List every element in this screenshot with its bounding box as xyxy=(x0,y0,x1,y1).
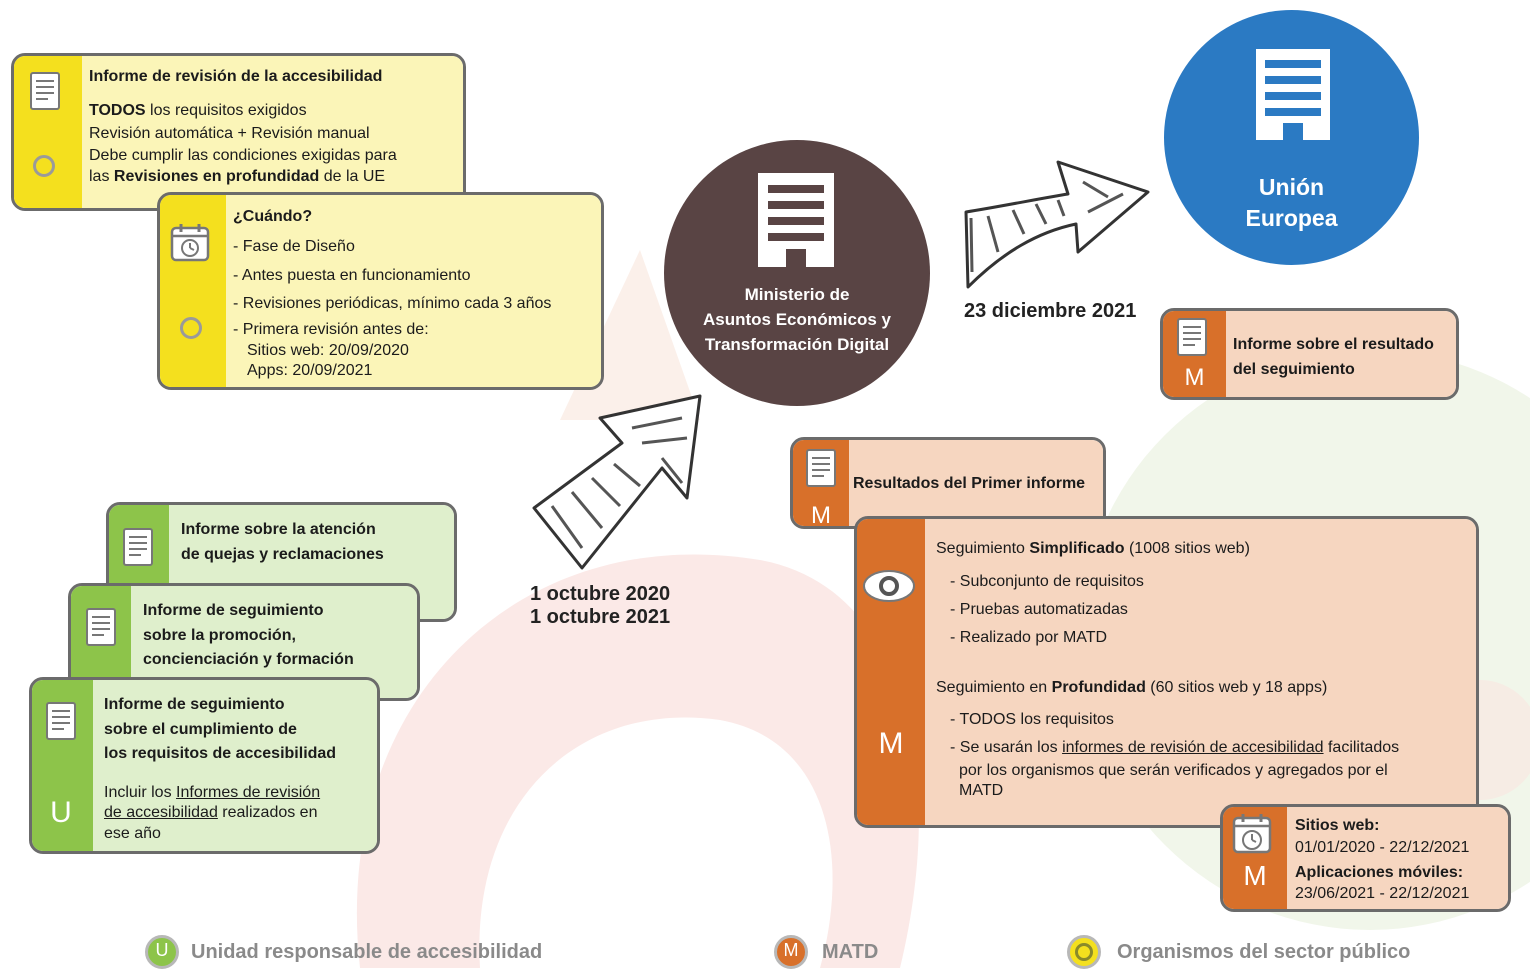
list-item: - Realizado por MATD xyxy=(950,629,1108,646)
card-line: Debe cumplir las condiciones exigidas pa… xyxy=(89,147,397,164)
card-line: Informe sobre la atención xyxy=(181,521,376,538)
legend-label: Organismos del sector público xyxy=(1117,941,1411,963)
card-body xyxy=(93,680,377,851)
card-line: Informe de seguimiento xyxy=(104,696,285,713)
list-sub-item: Apps: 20/09/2021 xyxy=(247,362,373,379)
document-icon xyxy=(30,72,60,110)
card-line: TODOS los requisitos exigidos xyxy=(89,102,307,119)
list-item: - Se usarán los informes de revisión de … xyxy=(950,739,1400,756)
document-icon xyxy=(1177,318,1207,356)
card-body xyxy=(925,519,1476,825)
document-icon xyxy=(46,702,76,740)
reports-link[interactable]: informes de revisión de accesibilidad xyxy=(1062,739,1324,756)
ministry-date: 1 octubre 2020 xyxy=(530,583,671,605)
list-item: - Antes puesta en funcionamiento xyxy=(233,267,471,284)
schedule-range: 01/01/2020 - 22/12/2021 xyxy=(1295,839,1470,856)
compliance-report-card xyxy=(29,677,380,854)
ministry-label-line: Ministerio de xyxy=(744,285,850,304)
list-item: - Subconjunto de requisitos xyxy=(950,573,1144,590)
card-line: Informe sobre el resultado xyxy=(1233,336,1434,353)
calendar-clock-icon xyxy=(1232,814,1272,854)
eu-label-line: Europea xyxy=(1245,205,1338,231)
unit-letter: U xyxy=(50,796,72,829)
card-line: de accesibilidad realizados en xyxy=(104,804,318,821)
review-reports-link[interactable]: de accesibilidad xyxy=(104,804,218,821)
eu-report-card xyxy=(1160,308,1459,400)
list-item: - Fase de Diseño xyxy=(233,238,355,255)
card-line: Revisión automática + Revisión manual xyxy=(89,125,370,142)
matd-letter: M xyxy=(878,727,904,760)
document-icon xyxy=(86,608,116,646)
legend-label: Unidad responsable de accesibilidad xyxy=(191,941,543,963)
monitor-heading: Seguimiento en Profundidad (60 sitios we… xyxy=(936,679,1328,696)
schedule-card xyxy=(1220,804,1511,912)
card-body xyxy=(1226,311,1456,397)
schedule-label: Aplicaciones móviles: xyxy=(1295,864,1464,881)
schedule-range: 23/06/2021 - 22/12/2021 xyxy=(1295,885,1470,902)
card-strip xyxy=(857,519,925,825)
card-line: Incluir los Informes de revisión xyxy=(104,784,321,801)
monitoring-card xyxy=(854,516,1479,828)
matd-letter: M xyxy=(1243,860,1267,891)
calendar-clock-icon xyxy=(170,224,210,262)
card-line: ese año xyxy=(104,825,161,842)
card-title: ¿Cuándo? xyxy=(233,208,313,225)
matd-letter: M xyxy=(1184,364,1205,391)
ministry-label-line: Asuntos Económicos y xyxy=(703,310,891,329)
eye-icon xyxy=(863,570,915,602)
arrow-to-ministry xyxy=(532,394,702,570)
legend-o-ring-icon xyxy=(1075,943,1093,961)
list-item: - TODOS los requisitos xyxy=(950,711,1114,728)
list-item: - Pruebas automatizadas xyxy=(950,601,1128,618)
list-item-continuation: MATD xyxy=(959,782,1004,799)
legend-m-letter: M xyxy=(783,940,799,960)
arrow-to-eu xyxy=(964,160,1150,289)
eu-date: 23 diciembre 2021 xyxy=(964,300,1137,322)
card-line: sobre el cumplimiento de xyxy=(104,721,297,738)
monitor-heading: Seguimiento Simplificado (1008 sitios we… xyxy=(936,540,1250,557)
schedule-label: Sitios web: xyxy=(1295,817,1380,834)
card-line: sobre la promoción, xyxy=(143,627,296,644)
card-title: Resultados del Primer informe xyxy=(853,475,1086,492)
card-line: Informe de seguimiento xyxy=(143,602,324,619)
building-icon xyxy=(1256,49,1330,140)
card-body xyxy=(849,440,1103,526)
ministry-label-line: Transformación Digital xyxy=(704,335,890,354)
list-item: - Primera revisión antes de: xyxy=(233,321,429,338)
card-line: los requisitos de accesibilidad xyxy=(104,745,337,762)
card-line: de quejas y reclamaciones xyxy=(181,546,384,563)
card-title: Informe de revisión de la accesibilidad xyxy=(89,68,383,85)
legend-u-icon xyxy=(145,935,179,969)
matd-letter: M xyxy=(811,502,831,529)
document-icon xyxy=(123,528,153,566)
public-sector-ring-icon xyxy=(33,155,55,177)
card-line: del seguimiento xyxy=(1233,361,1355,378)
list-sub-item: Sitios web: 20/09/2020 xyxy=(247,342,409,359)
list-item: - Revisiones periódicas, mínimo cada 3 a… xyxy=(233,295,552,312)
when-card xyxy=(157,192,604,390)
legend-label: MATD xyxy=(822,941,879,963)
card-line: las Revisiones en profundidad de la UE xyxy=(89,168,386,185)
card-body xyxy=(82,56,463,208)
eu-label-line: Unión xyxy=(1258,174,1325,200)
building-icon xyxy=(758,173,834,267)
legend-u-letter: U xyxy=(155,940,169,960)
public-sector-ring-icon xyxy=(180,317,202,339)
card-line: concienciación y formación xyxy=(143,651,354,668)
card-body xyxy=(226,195,601,387)
ministry-date: 1 octubre 2021 xyxy=(530,606,671,628)
card-body xyxy=(1287,807,1508,909)
list-item-continuation: por los organismos que serán verificados… xyxy=(959,762,1388,779)
review-reports-link[interactable]: Informes de revisión xyxy=(176,784,321,801)
document-icon xyxy=(806,449,836,487)
